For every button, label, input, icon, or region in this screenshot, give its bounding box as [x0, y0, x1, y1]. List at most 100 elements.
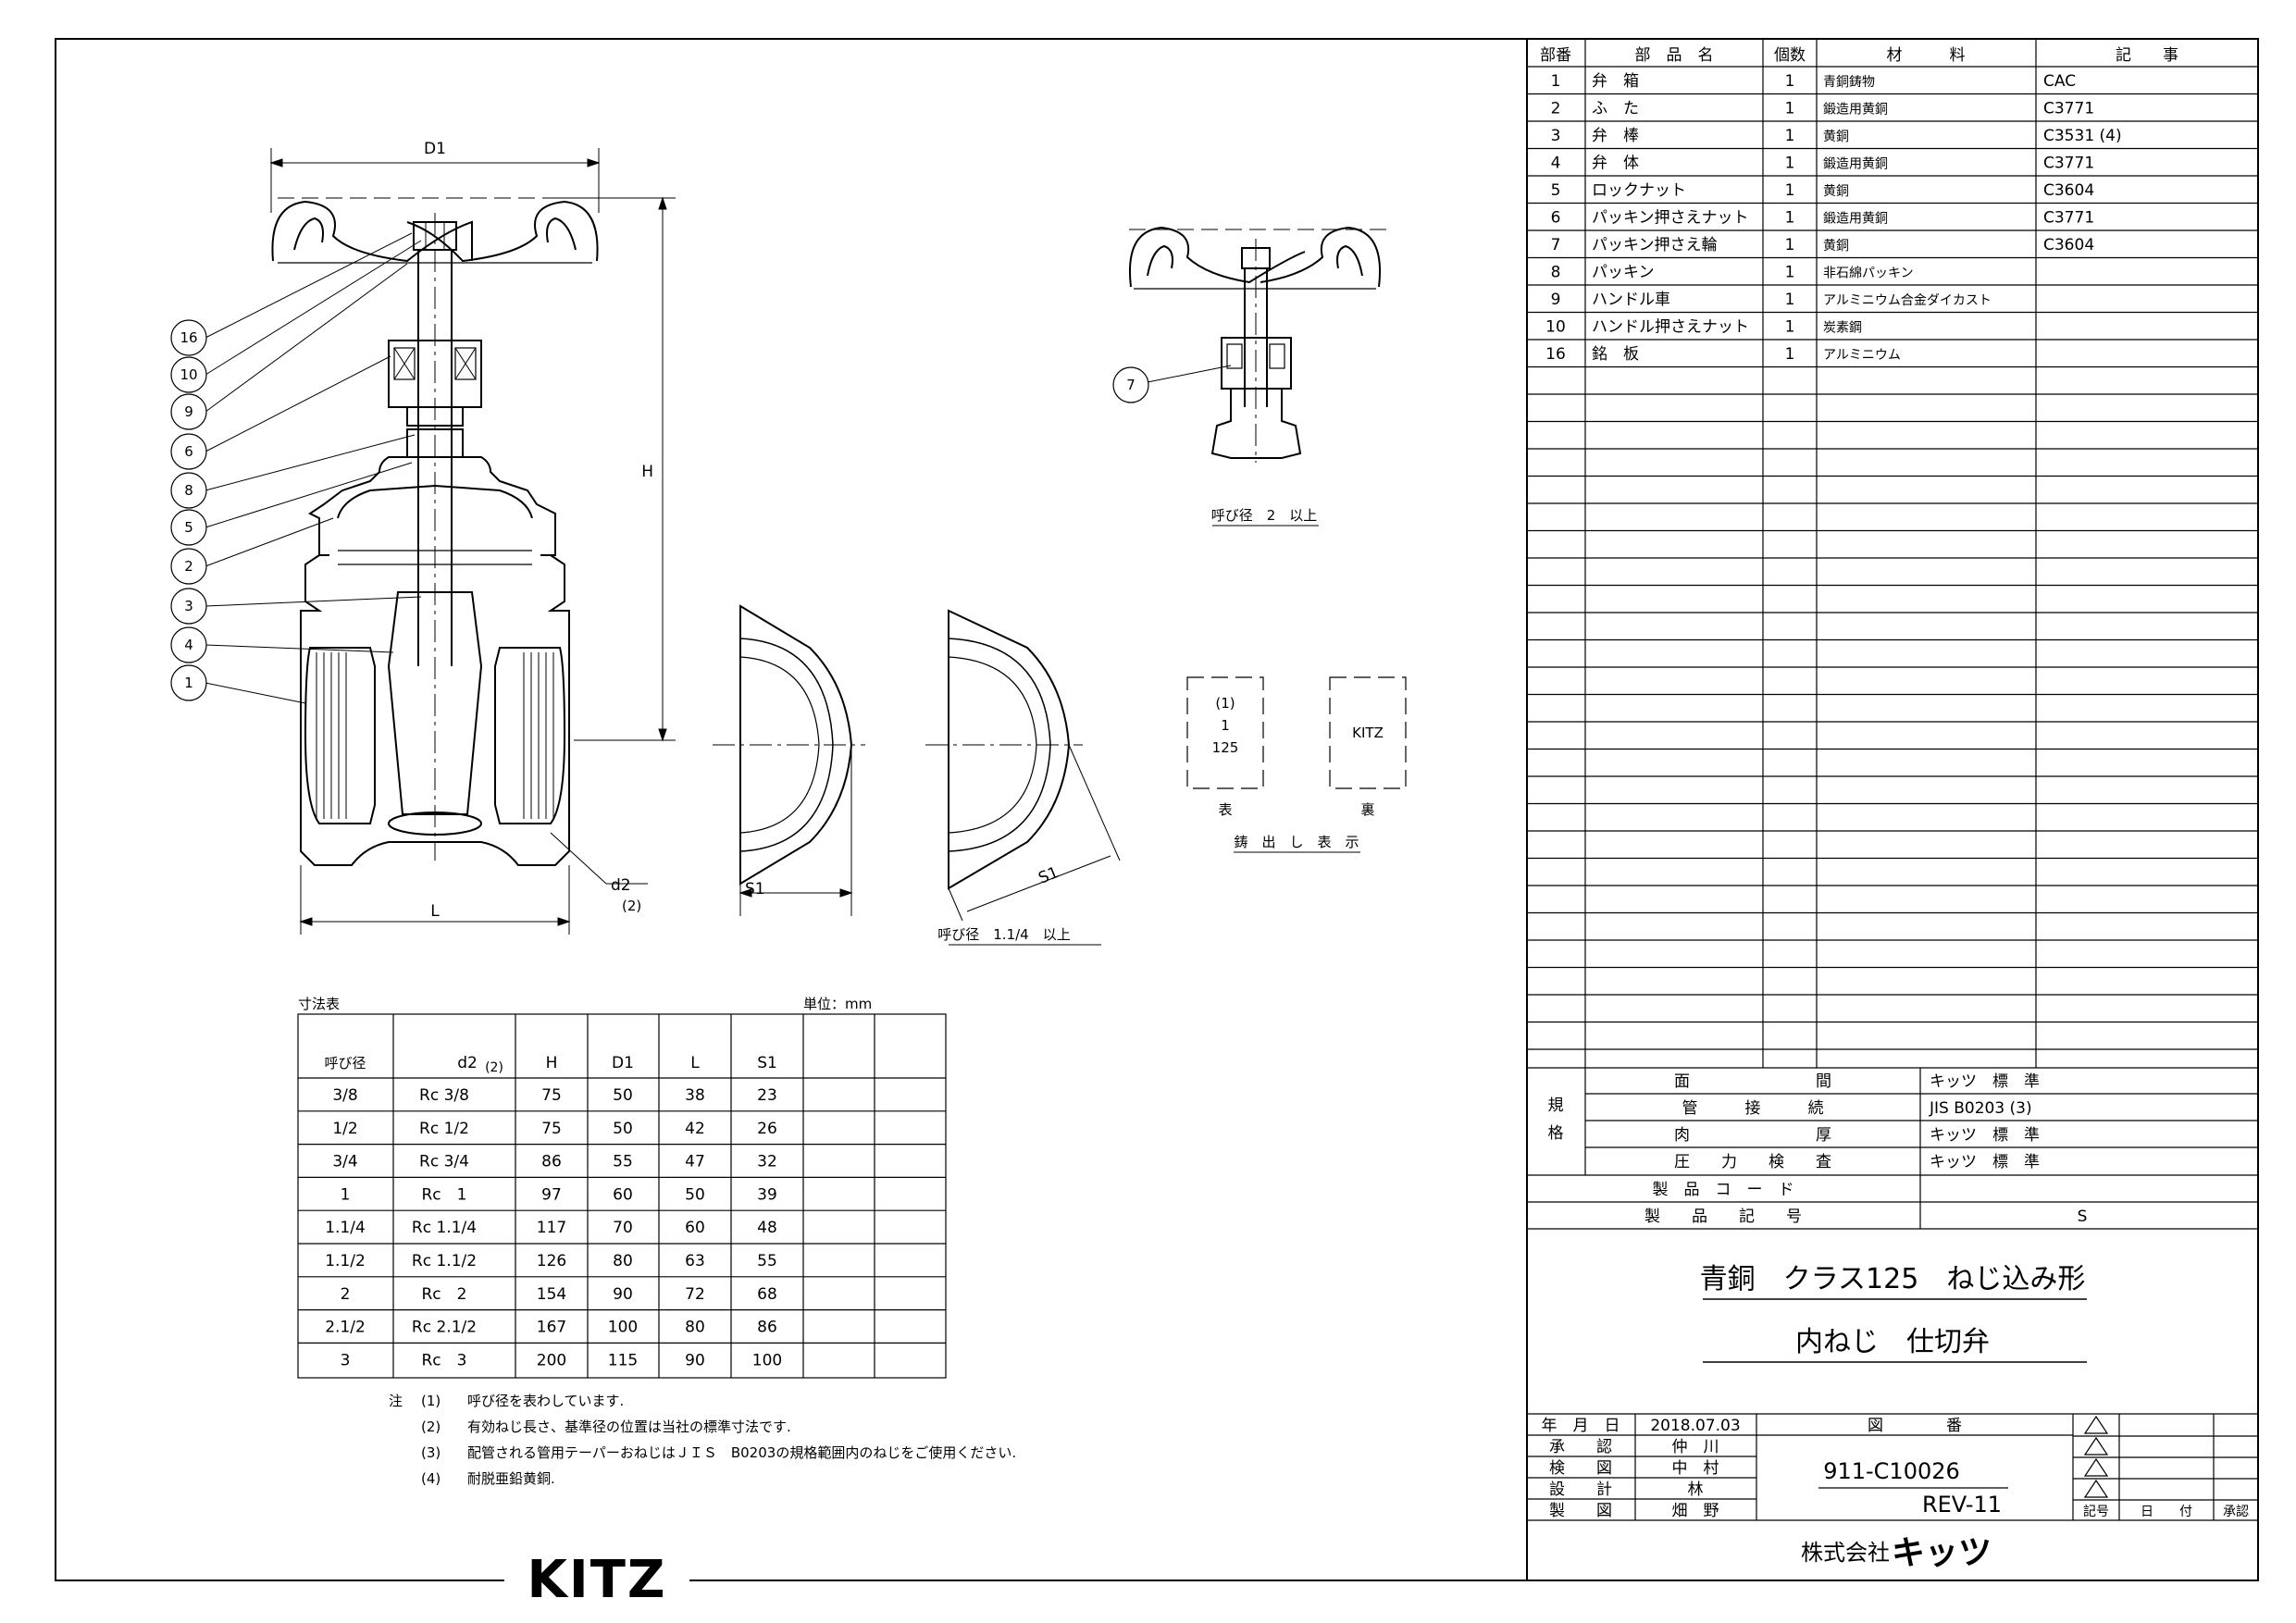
dim-cell-r8-c5: 80	[685, 1319, 705, 1337]
dim-cell-r8-c3: 167	[537, 1319, 566, 1337]
cast-front-line-3: 125	[1212, 739, 1239, 756]
cast-marking: (1) 1 125 KITZ 表 裏 鋳 出 し 表 示	[1186, 676, 1407, 853]
dim-cell-r5-c3: 117	[537, 1219, 566, 1237]
spec-row-1-label: 面 間	[1674, 1072, 1831, 1091]
caption-2up: 呼び径 2 以上	[1211, 507, 1318, 524]
parts-cell-r5-c2: ロックナット	[1592, 181, 1686, 200]
header-remarks: 記 事	[2116, 46, 2178, 65]
dim-cell-r1-c4: 50	[613, 1086, 633, 1105]
dim-cell-r4-c1: 1	[341, 1185, 351, 1204]
parts-cell-r2-c3: 1	[1785, 100, 1795, 118]
dim-cell-r6-c5: 63	[685, 1252, 705, 1270]
dim-label-d2-note: (2)	[622, 898, 641, 914]
parts-cell-r8-c1: 8	[1551, 264, 1561, 282]
cast-front-box	[1186, 676, 1264, 789]
parts-cell-r1-c1: 1	[1551, 72, 1561, 91]
product-symbol-value: S	[2078, 1208, 2088, 1226]
dim-cell-r7-c6: 68	[757, 1285, 777, 1304]
dim-cell-r3-c3: 86	[541, 1153, 562, 1171]
cast-front-label: 表	[1218, 801, 1232, 818]
dim-table-header: 呼び径 d2 (2) H D1 L S1	[324, 1054, 776, 1075]
parts-cell-r1-c2: 弁 箱	[1592, 72, 1639, 91]
dim-cell-r8-c6: 86	[757, 1319, 777, 1337]
parts-cell-r4-c1: 4	[1551, 155, 1561, 173]
parts-cell-r8-c4: 非石綿パッキン	[1823, 266, 1914, 281]
dim-cell-r1-c2: Rc 3/8	[419, 1086, 469, 1105]
dim-cell-r2-c1: 1/2	[332, 1120, 357, 1138]
spec-row-3-value: キッツ 標 準	[1930, 1126, 2040, 1145]
parts-cell-r4-c2: 弁 体	[1592, 155, 1639, 173]
cast-caption: 鋳 出 し 表 示	[1234, 834, 1359, 850]
parts-cell-r4-c5: C3771	[2043, 155, 2094, 173]
dim-cell-r6-c3: 126	[537, 1252, 566, 1270]
dim-cell-r5-c4: 70	[613, 1219, 633, 1237]
note-4-text: 耐脱亜鉛黄銅.	[467, 1470, 555, 1487]
hex-detail-labels: S1 S1 呼び径 1.1/4 以上	[745, 863, 1101, 946]
balloon-8	[170, 472, 207, 509]
balloon-7	[1112, 366, 1149, 403]
revision: REV-11	[1922, 1492, 2002, 1518]
parts-cell-r9-c4: アルミニウム合金ダイカスト	[1823, 293, 1992, 308]
dim-cell-r1-c3: 75	[541, 1086, 562, 1105]
dim-label-H: H	[641, 463, 653, 481]
dim-table-caption-text: 寸法表	[298, 996, 340, 1012]
spec-label-1: 規	[1548, 1096, 1564, 1115]
designed-label: 設 計	[1549, 1481, 1612, 1499]
date-value: 2018.07.03	[1650, 1417, 1740, 1435]
dim-label-S1-b: S1	[1036, 863, 1061, 888]
balloon-1	[170, 664, 207, 701]
drawn-label: 製 図	[1549, 1502, 1612, 1520]
parts-cell-r6-c3: 1	[1785, 209, 1795, 228]
dim-cell-r7-c3: 154	[537, 1285, 566, 1304]
dim-cell-r7-c5: 72	[685, 1285, 705, 1304]
note-3-no: (3)	[421, 1444, 441, 1461]
dim-cell-r3-c5: 47	[685, 1153, 705, 1171]
balloon-16	[170, 319, 207, 356]
dim-table-caption: 寸法表 単位：mm	[298, 996, 872, 1012]
cast-back-text: KITZ	[1352, 725, 1384, 741]
spec-row-2-label: 管 接 続	[1682, 1099, 1824, 1118]
parts-cell-r6-c5: C3771	[2043, 209, 2094, 228]
balloon-leader-3	[205, 596, 422, 607]
dim-cell-r2-c2: Rc 1/2	[419, 1120, 469, 1138]
dim-cell-r5-c2: Rc 1.1/4	[412, 1219, 477, 1237]
dim-cell-r7-c1: 2	[341, 1285, 351, 1304]
parts-cell-r3-c3: 1	[1785, 127, 1795, 145]
dim-cell-r6-c6: 55	[757, 1252, 777, 1270]
title-block-text: 年 月 日 2018.07.03 承 認 仲 川 検 図 中 村 設 計 林 製…	[1542, 1415, 2249, 1572]
dim-label-d2: d2	[611, 876, 631, 895]
parts-cell-r6-c2: パッキン押さえナット	[1592, 209, 1749, 228]
rev-header-date: 日 付	[2141, 1505, 2192, 1519]
company-name: 株式会社	[1801, 1540, 1890, 1566]
dim-cell-r2-c4: 50	[613, 1120, 633, 1138]
balloon-leader-16	[205, 232, 413, 339]
product-symbol-label: 製 品 記 号	[1644, 1208, 1802, 1226]
parts-cell-r11-c3: 1	[1785, 345, 1795, 364]
parts-cell-r3-c2: 弁 棒	[1592, 127, 1639, 145]
parts-cell-r10-c4: 炭素鋼	[1823, 321, 1862, 336]
dim-cell-r3-c1: 3/4	[332, 1153, 357, 1171]
parts-cell-r10-c2: ハンドル押さえナット	[1592, 318, 1749, 337]
dim-cell-r9-c4: 115	[608, 1351, 638, 1369]
dim-header-D1: D1	[612, 1054, 634, 1072]
note-2-text: 有効ねじ長さ、基準径の位置は当社の標準寸法です.	[467, 1419, 791, 1435]
dim-cell-r9-c1: 3	[341, 1351, 351, 1369]
parts-cell-r3-c1: 3	[1551, 127, 1561, 145]
parts-cell-r7-c1: 7	[1551, 236, 1561, 254]
parts-cell-r1-c3: 1	[1785, 72, 1795, 91]
notes: 注 (1) 呼び径を表わしています. (2) 有効ねじ長さ、基準径の位置は当社の…	[389, 1393, 1016, 1487]
balloon-4	[170, 626, 207, 663]
parts-table	[1527, 39, 2258, 1175]
spec-row-4-value: キッツ 標 準	[1930, 1153, 2040, 1171]
caption-114up: 呼び径 1.1/4 以上	[937, 926, 1070, 943]
parts-cell-r7-c3: 1	[1785, 236, 1795, 254]
parts-cell-r10-c1: 10	[1545, 318, 1566, 337]
sheet-border	[55, 38, 2259, 1581]
product-code-label: 製 品 コ ー ド	[1653, 1181, 1794, 1199]
dim-cell-r5-c6: 48	[757, 1219, 777, 1237]
dim-cell-r8-c1: 2.1/2	[325, 1319, 366, 1337]
balloon-leader-1	[205, 682, 306, 704]
balloon-leader-8	[205, 434, 416, 491]
dim-cell-r9-c5: 90	[685, 1351, 705, 1369]
